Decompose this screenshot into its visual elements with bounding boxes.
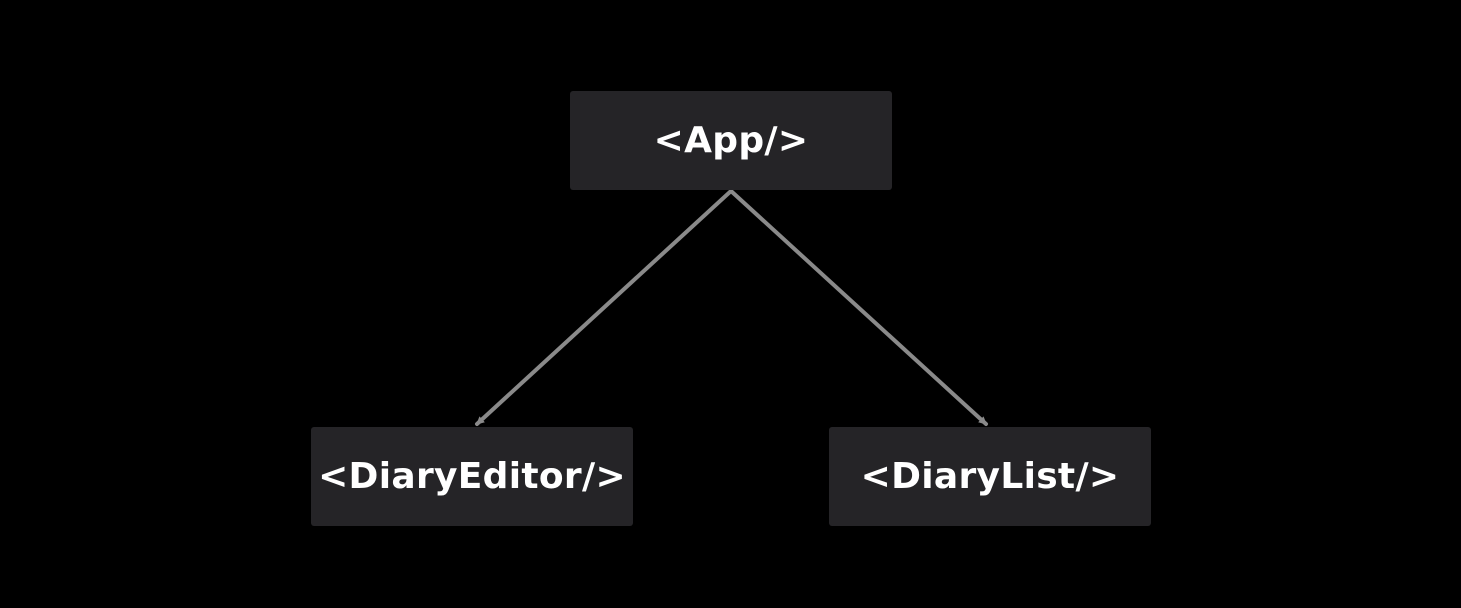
node-app-label: <App/>: [653, 120, 809, 161]
node-diary-list: <DiaryList/>: [829, 427, 1151, 526]
node-app: <App/>: [570, 91, 892, 190]
node-diary-editor: <DiaryEditor/>: [311, 427, 633, 526]
edge-app-to-diary-list: [729, 189, 988, 426]
node-diary-list-label: <DiaryList/>: [860, 456, 1120, 497]
node-diary-editor-label: <DiaryEditor/>: [318, 456, 626, 497]
edge-app-to-diary-editor: [475, 189, 733, 426]
